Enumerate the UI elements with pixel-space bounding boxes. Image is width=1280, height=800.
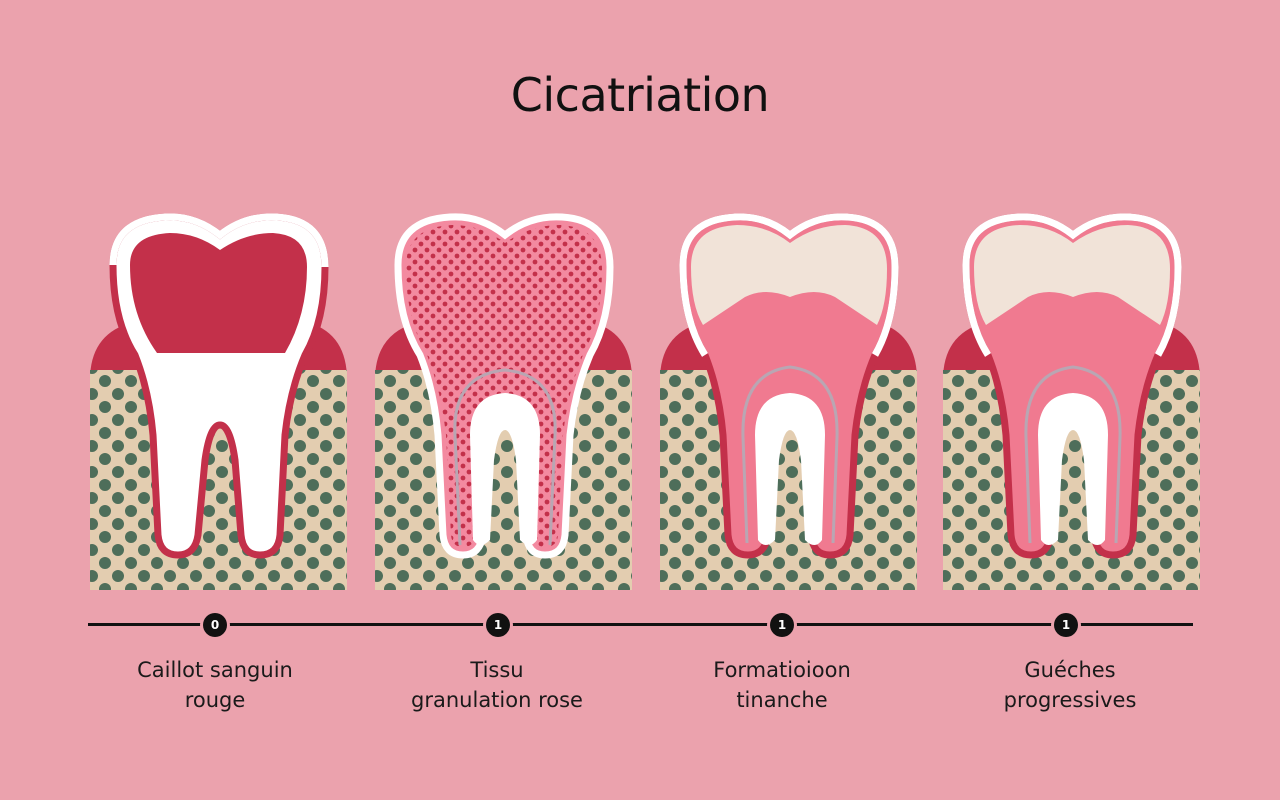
new-enamel: [974, 225, 1170, 325]
timeline-node-2: 1: [486, 613, 510, 637]
timeline-node-1: 0: [203, 613, 227, 637]
root-canal: [470, 393, 540, 545]
caption-line-2: rouge: [184, 688, 246, 712]
root-canal: [1038, 393, 1108, 545]
stage-4-caption: Guéches progressives: [940, 655, 1200, 715]
caption-line-2: granulation rose: [411, 688, 583, 712]
caption-line-1: Tissu: [470, 658, 524, 682]
caption-line-2: progressives: [1003, 688, 1137, 712]
caption-line-1: Guéches: [1024, 658, 1116, 682]
stage-2-caption: Tissu granulation rose: [367, 655, 627, 715]
stage-1-tooth: [85, 205, 355, 590]
timeline-line: [88, 623, 1193, 626]
diagram-title: Cicatriation: [510, 68, 770, 122]
stage-1-caption: Caillot sanguin rouge: [85, 655, 345, 715]
timeline-node-3: 1: [770, 613, 794, 637]
stage-4-tooth: [938, 205, 1208, 590]
caption-line-1: Formatioioon: [713, 658, 851, 682]
caption-line-1: Caillot sanguin: [137, 658, 293, 682]
stage-3-tooth: [655, 205, 925, 590]
root-canal: [755, 393, 825, 545]
new-enamel: [691, 225, 887, 325]
caption-line-2: tinanche: [736, 688, 828, 712]
blood-clot: [130, 233, 307, 353]
stage-2-tooth: [370, 205, 640, 590]
stage-3-caption: Formatioioon tinanche: [652, 655, 912, 715]
timeline: 0 1 1 1: [0, 600, 1280, 650]
timeline-node-4: 1: [1054, 613, 1078, 637]
